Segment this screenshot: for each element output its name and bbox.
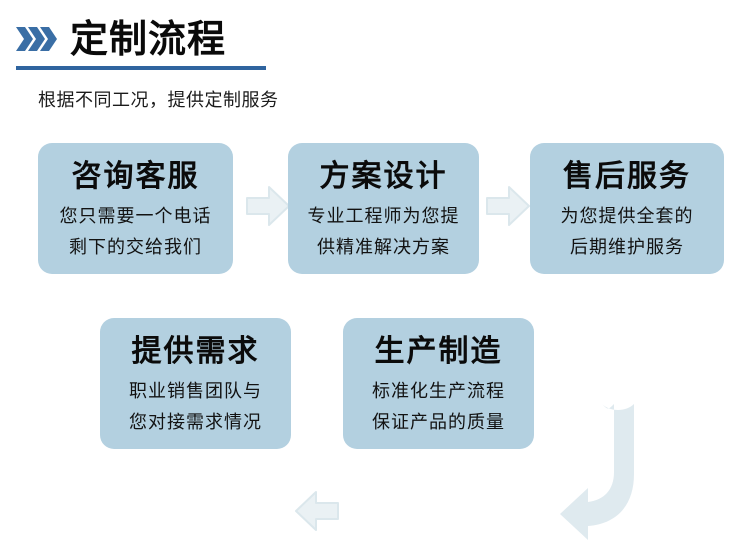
step-description-line: 为您提供全套的 [560,206,694,227]
step-description-line: 剩下的交给我们 [69,237,202,258]
arrow-uturn-down-left-icon [560,404,634,540]
step-description: 职业销售团队与 您对接需求情况 [129,376,262,438]
process-step-production-manufacturing[interactable]: 生产制造 标准化生产流程 保证产品的质量 [343,318,534,449]
step-description-line: 供精准解决方案 [317,237,450,258]
page-title: 定制流程 [70,17,227,61]
step-title: 提供需求 [131,334,260,369]
step-description-line: 您对接需求情况 [129,412,262,433]
step-description: 专业工程师为您提 供精准解决方案 [308,201,460,263]
step-description-line: 后期维护服务 [570,237,684,258]
step-description-line: 您只需要一个电话 [59,206,212,227]
step-description: 为您提供全套的 后期维护服务 [561,201,694,263]
title-underline-rule [16,66,266,70]
step-title: 生产制造 [374,334,503,369]
process-step-solution-design[interactable]: 方案设计 专业工程师为您提 供精准解决方案 [288,143,479,274]
step-title: 方案设计 [319,159,448,194]
header: 定制流程 根据不同工况，提供定制服务 [0,0,750,130]
step-title: 售后服务 [563,159,691,194]
step-description-line: 标准化生产流程 [372,381,505,402]
step-description-line: 职业销售团队与 [129,381,262,402]
arrow-right-icon [486,186,530,226]
step-description: 标准化生产流程 保证产品的质量 [372,376,505,438]
process-flow: 咨询客服 您只需要一个电话 剩下的交给我们 方案设计 专业工程师为您提 供精准解… [0,130,750,540]
arrow-right-icon [246,186,290,226]
step-description: 您只需要一个电话 剩下的交给我们 [60,201,212,263]
step-description-line: 专业工程师为您提 [307,206,460,227]
title-row: 定制流程 [16,16,226,62]
process-step-provide-requirements[interactable]: 提供需求 职业销售团队与 您对接需求情况 [100,318,291,449]
step-description-line: 保证产品的质量 [372,412,505,433]
step-title: 咨询客服 [71,159,200,194]
arrow-left-icon [295,491,339,531]
triple-chevron-right-icon [16,27,57,51]
process-step-after-sales-service[interactable]: 售后服务 为您提供全套的 后期维护服务 [530,143,724,274]
page-subtitle: 根据不同工况，提供定制服务 [38,90,279,111]
process-step-consult-service[interactable]: 咨询客服 您只需要一个电话 剩下的交给我们 [38,143,233,274]
